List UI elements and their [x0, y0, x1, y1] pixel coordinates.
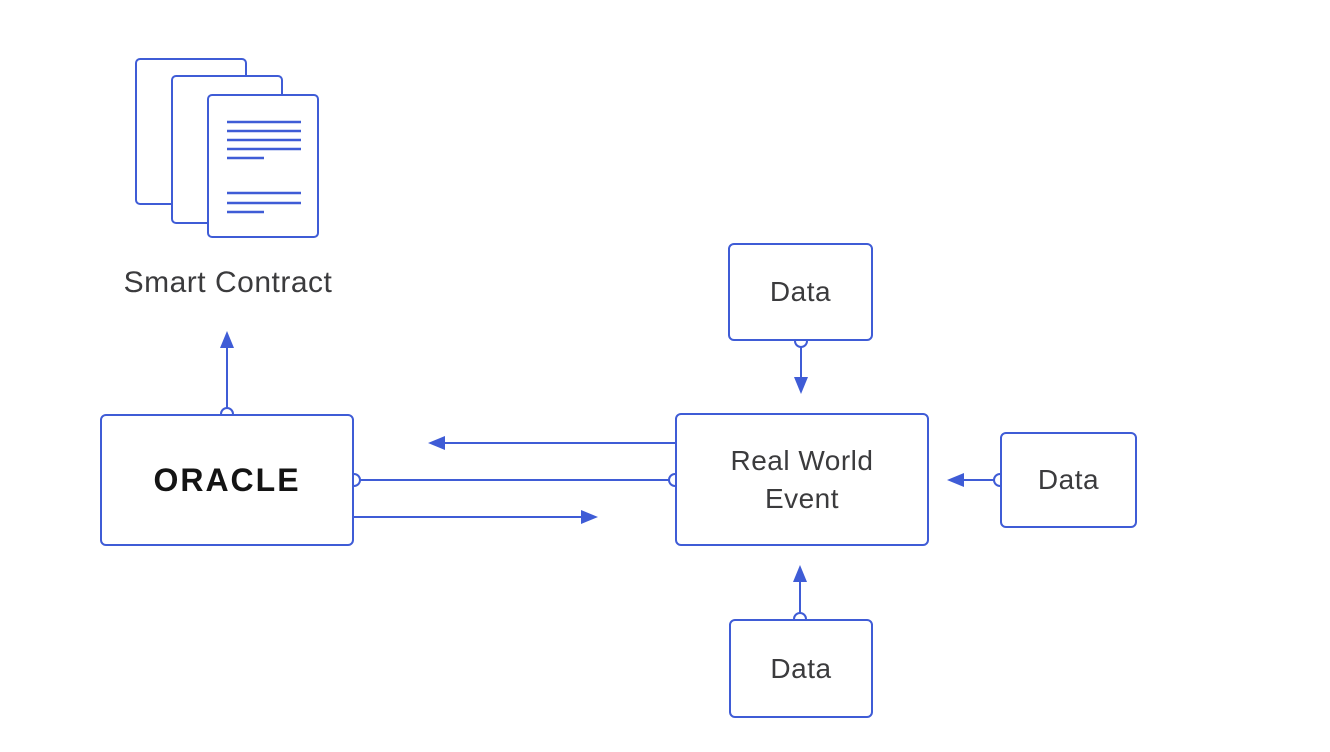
real-world-event-label: Real World Event — [730, 444, 874, 514]
data-node-top: Data — [728, 243, 873, 341]
data-bottom-label: Data — [770, 652, 832, 684]
arrow-left-head-icon — [947, 473, 964, 487]
data-right-label: Data — [1037, 464, 1100, 495]
arrow-down-head-icon — [794, 377, 808, 394]
data-node-bottom: Data — [729, 619, 873, 718]
arrow-right-head-icon — [581, 510, 598, 524]
arrow-left-head-icon — [428, 436, 445, 450]
diagram-edges — [220, 331, 995, 614]
oracle-node: ORACLE — [100, 414, 354, 546]
smart-contract-label: Smart Contract — [123, 266, 333, 299]
data-top-label: Data — [769, 276, 832, 307]
data-node-right: Data — [1000, 432, 1137, 528]
arrow-up-head-icon — [793, 565, 807, 582]
arrow-up-head-icon — [220, 331, 234, 348]
document-text-lines-icon — [227, 120, 301, 214]
document-page-front-icon — [207, 94, 319, 238]
real-world-event-node: Real World Event — [675, 413, 929, 546]
smart-contract-documents-icon — [135, 58, 319, 238]
oracle-label: ORACLE — [153, 461, 301, 498]
